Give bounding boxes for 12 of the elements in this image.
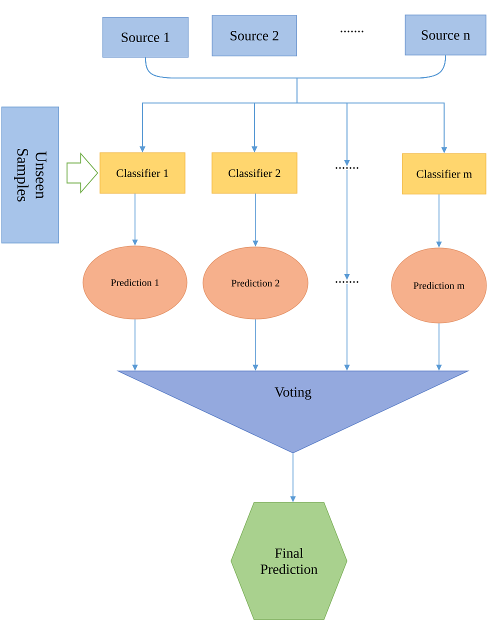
classifier-box: Classifier 1: [100, 152, 186, 194]
source-box: Source 2: [212, 15, 297, 56]
ellipsis: .......: [336, 281, 358, 283]
ellipsis: .......: [336, 167, 358, 169]
block-arrow: [66, 152, 98, 194]
result-hexagon: Final Prediction: [230, 502, 348, 620]
source-box: Source n: [404, 14, 486, 56]
classifier-box: Classifier 2: [212, 152, 298, 194]
source-box: Source 1: [102, 16, 189, 58]
ellipsis: .......: [340, 30, 364, 32]
classifier-box: Classifier m: [402, 153, 486, 194]
input-box: Unseen Samples: [1, 106, 60, 244]
